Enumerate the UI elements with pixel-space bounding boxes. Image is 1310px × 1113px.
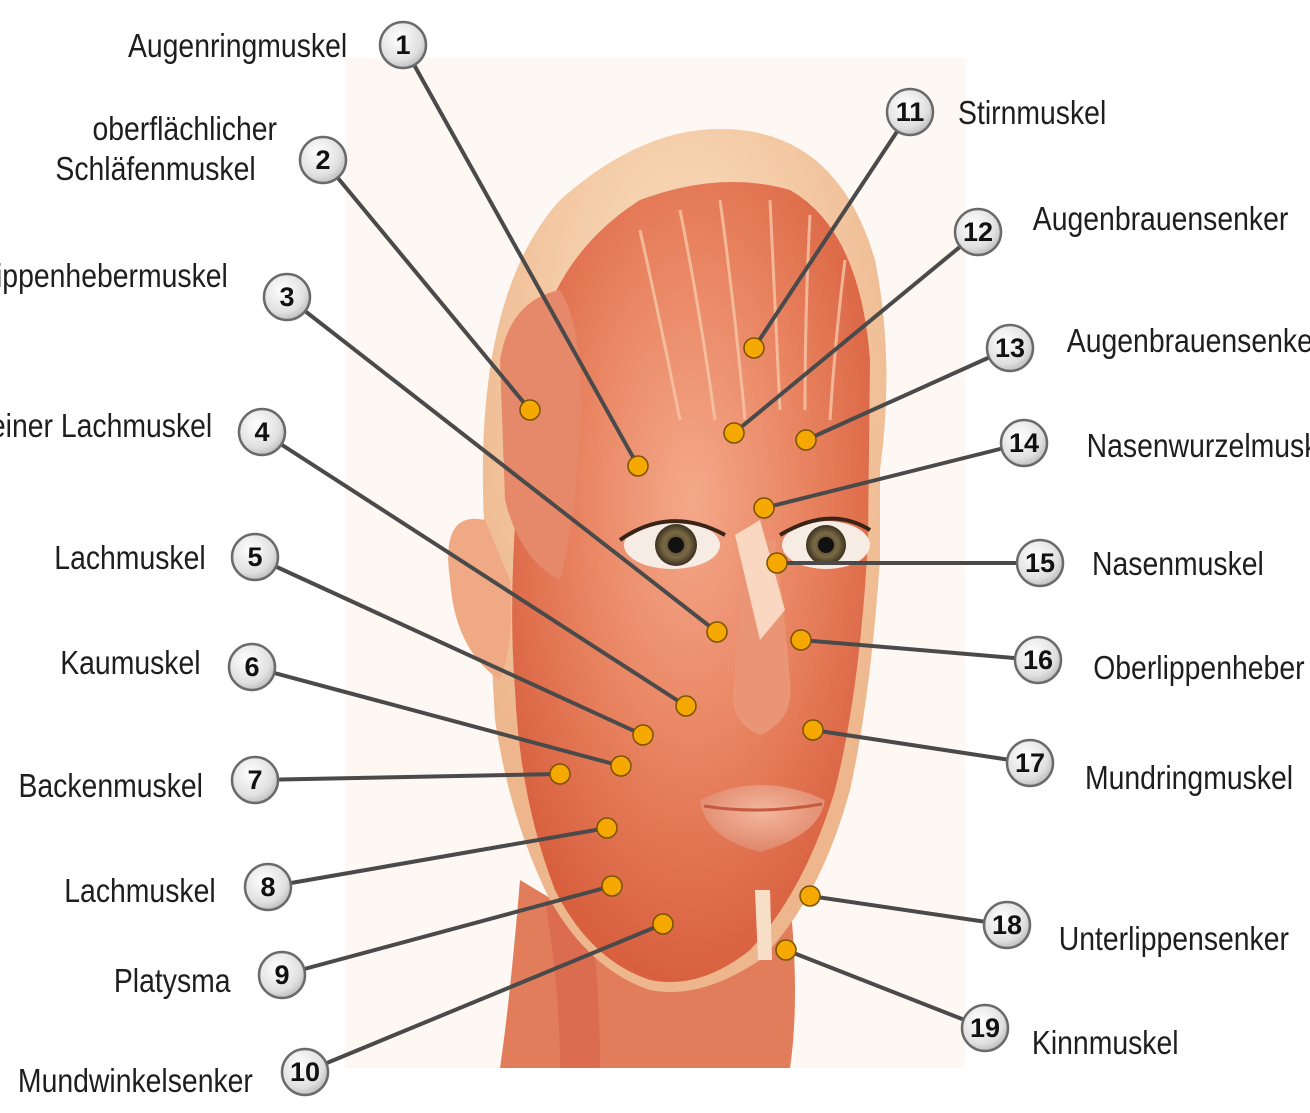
number-badge-text: 3: [279, 282, 294, 312]
number-badge-6: 6: [229, 644, 275, 690]
muscle-label-13: Augenbrauensenker: [1067, 322, 1310, 360]
number-badge-text: 9: [274, 960, 289, 990]
number-badge-text: 7: [247, 765, 262, 795]
muscle-label-16: Oberlippenheber: [1093, 649, 1304, 687]
muscle-label-4: kleiner Lachmuskel: [0, 407, 212, 445]
muscle-label-5: Lachmuskel: [54, 539, 205, 577]
muscle-label-15: Nasenmuskel: [1092, 545, 1264, 583]
number-badge-text: 1: [395, 30, 410, 60]
muscle-marker-6: [611, 756, 631, 776]
number-badge-1: 1: [380, 22, 426, 68]
number-badge-text: 16: [1023, 645, 1053, 675]
muscle-marker-1: [628, 456, 648, 476]
number-badge-16: 16: [1015, 637, 1061, 683]
number-badge-2: 2: [300, 137, 346, 183]
number-badge-13: 13: [987, 325, 1033, 371]
number-badge-text: 4: [254, 417, 269, 447]
muscle-label-14: Nasenwurzelmuskel: [1087, 427, 1310, 465]
muscle-label-10: Mundwinkelsenker: [18, 1062, 253, 1100]
number-badge-5: 5: [232, 534, 278, 580]
number-badge-text: 19: [970, 1013, 1000, 1043]
muscle-label-17: Mundringmuskel: [1085, 759, 1293, 797]
number-badge-4: 4: [239, 409, 285, 455]
number-badge-8: 8: [245, 864, 291, 910]
muscle-label-7: Backenmuskel: [18, 767, 202, 805]
muscle-label-19: Kinnmuskel: [1032, 1024, 1179, 1062]
number-badge-19: 19: [962, 1005, 1008, 1051]
muscle-marker-4: [676, 696, 696, 716]
number-badge-text: 18: [992, 910, 1022, 940]
muscle-marker-18: [800, 886, 820, 906]
number-badge-text: 12: [963, 217, 993, 247]
number-badge-17: 17: [1007, 740, 1053, 786]
muscle-marker-12: [724, 423, 744, 443]
number-badge-text: 6: [244, 652, 259, 682]
muscle-marker-7: [550, 764, 570, 784]
muscle-label-line2-2: Schläfenmuskel: [55, 150, 255, 188]
number-badge-text: 10: [290, 1057, 320, 1087]
number-badge-9: 9: [259, 952, 305, 998]
number-badge-text: 8: [260, 872, 275, 902]
muscle-label-8: Lachmuskel: [64, 872, 215, 910]
number-badge-15: 15: [1017, 540, 1063, 586]
number-badge-text: 13: [995, 333, 1025, 363]
number-badge-text: 15: [1025, 548, 1055, 578]
muscle-label-6: Kaumuskel: [60, 644, 200, 682]
number-badge-text: 5: [247, 542, 262, 572]
number-badge-text: 2: [315, 145, 330, 175]
number-badge-18: 18: [984, 902, 1030, 948]
number-badge-14: 14: [1001, 420, 1047, 466]
muscle-marker-19: [776, 940, 796, 960]
muscle-label-18: Unterlippensenker: [1059, 920, 1289, 958]
number-badge-text: 11: [896, 97, 925, 127]
muscle-marker-8: [597, 818, 617, 838]
muscle-marker-13: [796, 430, 816, 450]
number-badge-text: 17: [1015, 748, 1045, 778]
muscle-marker-17: [803, 720, 823, 740]
muscle-marker-9: [602, 876, 622, 896]
muscle-label-11: Stirnmuskel: [958, 94, 1106, 132]
muscle-marker-10: [653, 914, 673, 934]
muscle-label-3: Lippenhebermuskel: [0, 257, 228, 295]
number-badge-7: 7: [232, 757, 278, 803]
muscle-marker-15: [767, 553, 787, 573]
muscle-label-line1-2: oberflächlicher: [92, 110, 277, 148]
number-badge-10: 10: [282, 1049, 328, 1095]
number-badge-text: 14: [1009, 428, 1039, 458]
muscle-marker-14: [754, 498, 774, 518]
muscle-marker-5: [633, 725, 653, 745]
muscle-label-1: Augenringmuskel: [128, 27, 347, 65]
number-badge-3: 3: [264, 274, 310, 320]
muscle-label-12: Augenbrauensenker: [1033, 200, 1289, 238]
number-badge-12: 12: [955, 209, 1001, 255]
muscle-label-9: Platysma: [114, 962, 231, 1000]
muscle-marker-3: [707, 622, 727, 642]
number-badge-11: 11: [887, 89, 933, 135]
muscle-marker-16: [791, 630, 811, 650]
muscle-marker-11: [744, 338, 764, 358]
muscle-marker-2: [520, 400, 540, 420]
